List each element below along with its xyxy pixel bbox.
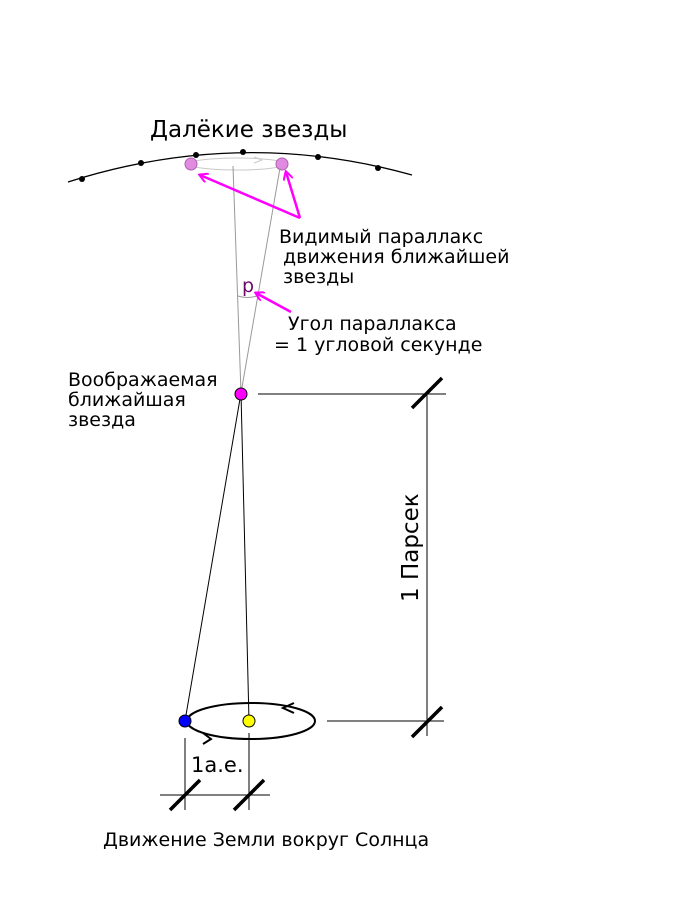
svg-text:ближайшая: ближайшая [68,389,186,411]
distant-stars-label: Далёкие звезды [150,117,347,143]
distant-star [315,154,321,160]
parallax-arrow-left [200,175,301,220]
imaginary-nearest-star [234,387,248,401]
orbit-arrow-top [280,702,295,714]
apparent-star-right [275,157,289,171]
parsec-label: 1 Парсек [398,493,424,602]
svg-text:Воображаемая: Воображаемая [68,369,218,391]
sun [242,714,256,728]
distant-star [138,160,144,166]
parallax-arrow-right [286,172,302,219]
svg-text:звезды: звезды [283,266,354,288]
earth [178,714,192,728]
imaginary-star-label: Воображаемая ближайшая звезда [68,369,218,431]
au-tick-left [168,778,202,812]
svg-text:Видимый параллакс: Видимый параллакс [279,226,483,248]
parsec-tick-top [410,376,444,410]
svg-text:Угол параллакса: Угол параллакса [288,313,457,335]
svg-text:звезда: звезда [68,409,136,431]
distant-star [375,165,381,171]
apparent-star-left [184,157,198,171]
parallax-symbol-label: p [242,275,254,297]
line-sun-to-star [240,392,250,722]
celestial-sphere-arc [67,151,413,183]
parallax-angle-label: Угол параллакса = 1 угловой секунде [274,313,482,356]
earth-motion-label: Движение Земли вокруг Солнца [103,829,429,851]
orbit-arrow-bottom [202,732,213,745]
apparent-motion-ellipse [188,157,286,171]
sight-line-left [232,165,242,394]
parallax-angle-arrow [256,293,292,314]
apparent-motion-arrow [253,156,263,164]
au-tick-right [232,778,266,812]
au-label: 1а.е. [191,753,244,777]
distant-star [193,152,199,158]
apparent-parallax-label: Видимый параллакс движения ближайшей зве… [279,226,509,288]
distant-star [79,176,85,182]
svg-text:= 1 угловой секунде: = 1 угловой секунде [274,334,482,356]
line-earth-to-star [184,392,242,722]
svg-text:движения ближайшей: движения ближайшей [283,246,509,268]
distant-stars [79,149,381,182]
parsec-tick-bottom [410,705,444,739]
distant-star [240,149,246,155]
